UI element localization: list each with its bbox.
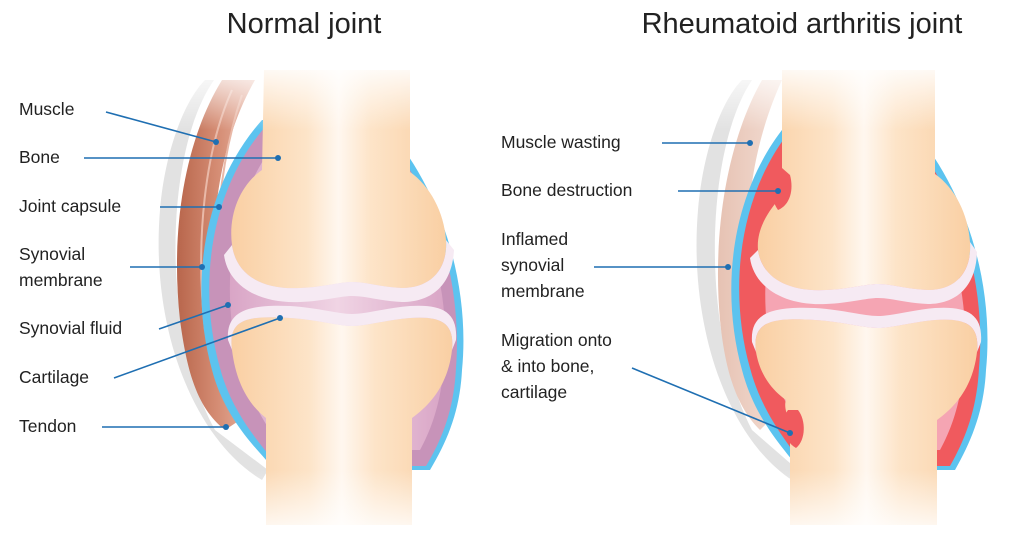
label-tendon: Tendon — [19, 416, 76, 436]
ra-joint-title: Rheumatoid arthritis joint — [642, 8, 963, 40]
label-inflamed-3: membrane — [501, 281, 585, 301]
dot-muscle — [213, 139, 219, 145]
normal-labels: Muscle Bone Joint capsule Synovial membr… — [19, 99, 283, 436]
ra-labels: Muscle wasting Bone destruction Inflamed… — [501, 132, 793, 436]
dot-bone — [275, 155, 281, 161]
leader-muscle — [105, 111, 217, 143]
label-joint-capsule: Joint capsule — [19, 196, 121, 216]
ra-joint — [680, 60, 1010, 540]
label-migration-2: & into bone, — [501, 356, 594, 376]
ra-tendon — [696, 80, 798, 480]
leader-synovial-fluid — [158, 304, 229, 330]
label-muscle-wasting: Muscle wasting — [501, 132, 621, 152]
dot-cartilage — [277, 315, 283, 321]
label-inflamed-1: Inflamed — [501, 229, 568, 249]
label-cartilage: Cartilage — [19, 367, 89, 387]
dot-tendon — [223, 424, 229, 430]
normal-muscle — [176, 80, 255, 430]
normal-lower-cartilage — [227, 305, 457, 350]
leader-migration — [631, 367, 791, 434]
dot-bone-destruction — [775, 188, 781, 194]
label-muscle: Muscle — [19, 99, 74, 119]
normal-joint — [150, 60, 480, 540]
label-migration-1: Migration onto — [501, 330, 612, 350]
dot-muscle-wasting — [747, 140, 753, 146]
label-synovial-membrane-2: membrane — [19, 270, 103, 290]
label-migration-3: cartilage — [501, 382, 567, 402]
dot-synovial-membrane — [199, 264, 205, 270]
normal-tendon — [158, 80, 268, 480]
label-inflamed-2: synovial — [501, 255, 564, 275]
ra-cartilage-migration — [783, 410, 804, 448]
label-synovial-membrane-1: Synovial — [19, 244, 85, 264]
label-bone-destruction: Bone destruction — [501, 180, 632, 200]
label-bone: Bone — [19, 147, 60, 167]
dot-migration — [787, 430, 793, 436]
dot-synovial-fluid — [225, 302, 231, 308]
ra-wasted-muscle — [717, 80, 782, 430]
dot-joint-capsule — [216, 204, 222, 210]
dot-inflamed — [725, 264, 731, 270]
normal-joint-title: Normal joint — [227, 8, 382, 40]
ra-lower-cartilage — [751, 307, 982, 352]
label-synovial-fluid: Synovial fluid — [19, 318, 122, 338]
leader-cartilage — [113, 317, 281, 379]
ra-upper-cartilage — [750, 242, 977, 305]
normal-upper-cartilage — [224, 240, 454, 303]
ra-bone-erosion — [771, 168, 792, 210]
